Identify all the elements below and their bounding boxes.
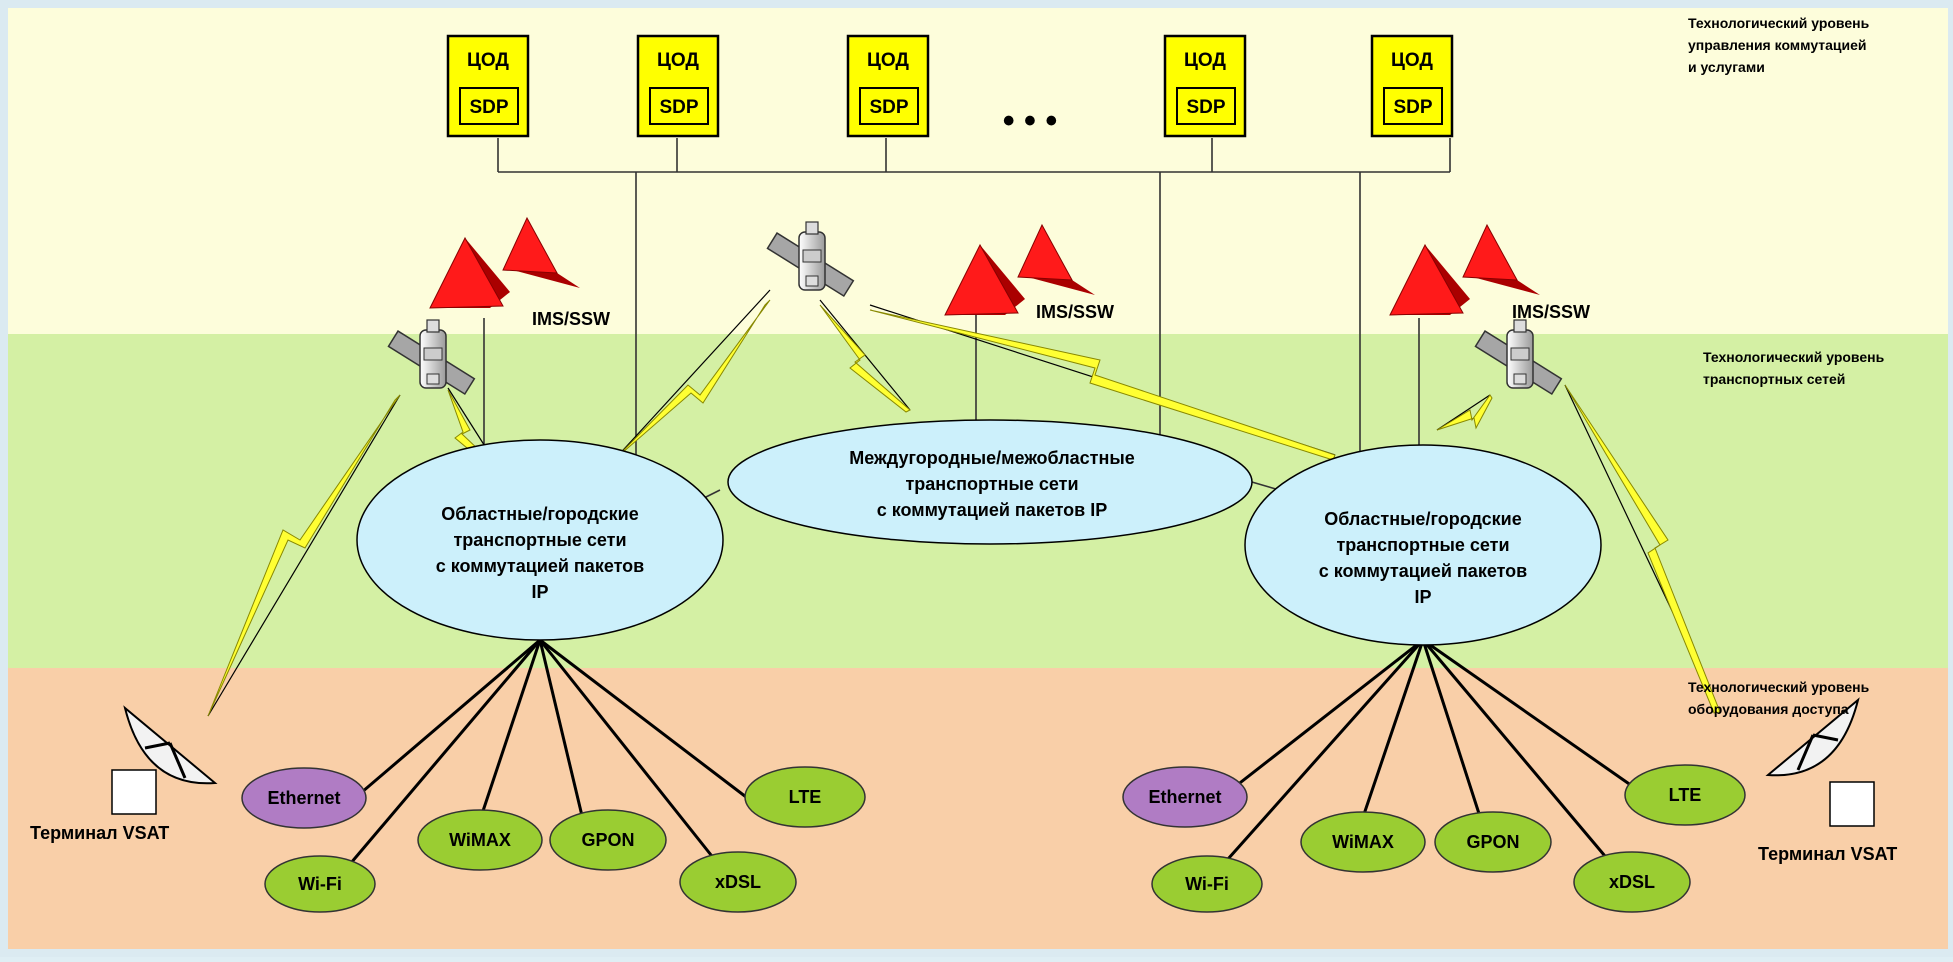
- regional-network-cloud-left: [356, 439, 724, 641]
- ethernet-label-left: Ethernet: [267, 788, 340, 808]
- regional-network-cloud-right: [1244, 444, 1602, 646]
- layer-label-control-line1: Технологический уровень: [1688, 15, 1870, 31]
- sdp-label-3: SDP: [869, 97, 908, 118]
- wifi-node-right: [1151, 855, 1263, 913]
- ethernet-node-left: [241, 767, 367, 829]
- access-links: [343, 638, 1646, 871]
- lte-label-right: LTE: [1669, 785, 1702, 805]
- cloud-left-line1: Областные/городские: [441, 504, 639, 524]
- cloud-left-line2: транспортные сети: [453, 530, 626, 550]
- cloud-left-line4: IP: [531, 582, 548, 602]
- layer-label-transport-line2: транспортных сетей: [1703, 371, 1845, 387]
- backbone-network-cloud: [727, 419, 1253, 545]
- sdp-label-5: SDP: [1393, 97, 1432, 118]
- layer-label-access-line2: оборудования доступа: [1688, 701, 1849, 717]
- cloud-right-line1: Областные/городские: [1324, 509, 1522, 529]
- layer-label-control-line2: управления коммутацией: [1688, 37, 1867, 53]
- cod-title-1: ЦОД: [467, 50, 509, 71]
- cloud-center-line3: с коммутацией пакетов IP: [877, 500, 1108, 520]
- wifi-node-left: [264, 855, 376, 913]
- xdsl-node-left: [679, 851, 797, 913]
- xdsl-label-left: xDSL: [715, 872, 761, 892]
- cloud-left-line3: с коммутацией пакетов: [436, 556, 645, 576]
- cloud-right-line3: с коммутацией пакетов: [1319, 561, 1528, 581]
- cloud-right-line4: IP: [1414, 587, 1431, 607]
- wimax-label-right: WiMAX: [1332, 832, 1394, 852]
- ims-ssw-label-2: IMS/SSW: [1036, 302, 1114, 322]
- wimax-node-right: [1300, 811, 1426, 873]
- gpon-label-right: GPON: [1466, 832, 1519, 852]
- ellipsis-dots: • • •: [1003, 102, 1058, 140]
- wifi-label-right: Wi-Fi: [1185, 874, 1229, 894]
- cod-box-3: [846, 34, 930, 138]
- ethernet-label-right: Ethernet: [1148, 787, 1221, 807]
- cloud-center-line2: транспортные сети: [905, 474, 1078, 494]
- ethernet-node-right: [1122, 766, 1248, 828]
- layer-label-access-line1: Технологический уровень: [1688, 679, 1870, 695]
- xdsl-label-right: xDSL: [1609, 872, 1655, 892]
- layer-label-control-line3: и услугами: [1688, 59, 1765, 75]
- cod-title-2: ЦОД: [657, 50, 699, 71]
- cod-title-4: ЦОД: [1184, 50, 1226, 71]
- lte-node-left: [744, 766, 866, 828]
- cod-title-3: ЦОД: [867, 50, 909, 71]
- sdp-label-4: SDP: [1186, 97, 1225, 118]
- sdp-label-2: SDP: [659, 97, 698, 118]
- gpon-node-right: [1434, 811, 1552, 873]
- xdsl-node-right: [1573, 851, 1691, 913]
- cod-title-5: ЦОД: [1391, 50, 1433, 71]
- vsat-label-left: Терминал VSAT: [30, 823, 169, 843]
- gpon-label-left: GPON: [581, 830, 634, 850]
- wimax-node-left: [417, 809, 543, 871]
- cloud-center-line1: Междугородные/межобластные: [849, 448, 1134, 468]
- ims-ssw-label-3: IMS/SSW: [1512, 302, 1590, 322]
- cod-box-4: [1163, 34, 1247, 138]
- vsat-label-right: Терминал VSAT: [1758, 844, 1897, 864]
- sdp-label-1: SDP: [469, 97, 508, 118]
- gpon-node-left: [549, 809, 667, 871]
- wifi-label-left: Wi-Fi: [298, 874, 342, 894]
- lte-label-left: LTE: [789, 787, 822, 807]
- ims-ssw-label-1: IMS/SSW: [532, 309, 610, 329]
- vsat-terminal-box-left: [111, 769, 157, 815]
- cod-box-1: [446, 34, 530, 138]
- lte-node-right: [1624, 764, 1746, 826]
- cloud-right-line2: транспортные сети: [1336, 535, 1509, 555]
- cod-box-5: [1370, 34, 1454, 138]
- wimax-label-left: WiMAX: [449, 830, 511, 850]
- cod-box-2: [636, 34, 720, 138]
- layer-label-transport-line1: Технологический уровень: [1703, 349, 1885, 365]
- vsat-terminal-box-right: [1829, 781, 1875, 827]
